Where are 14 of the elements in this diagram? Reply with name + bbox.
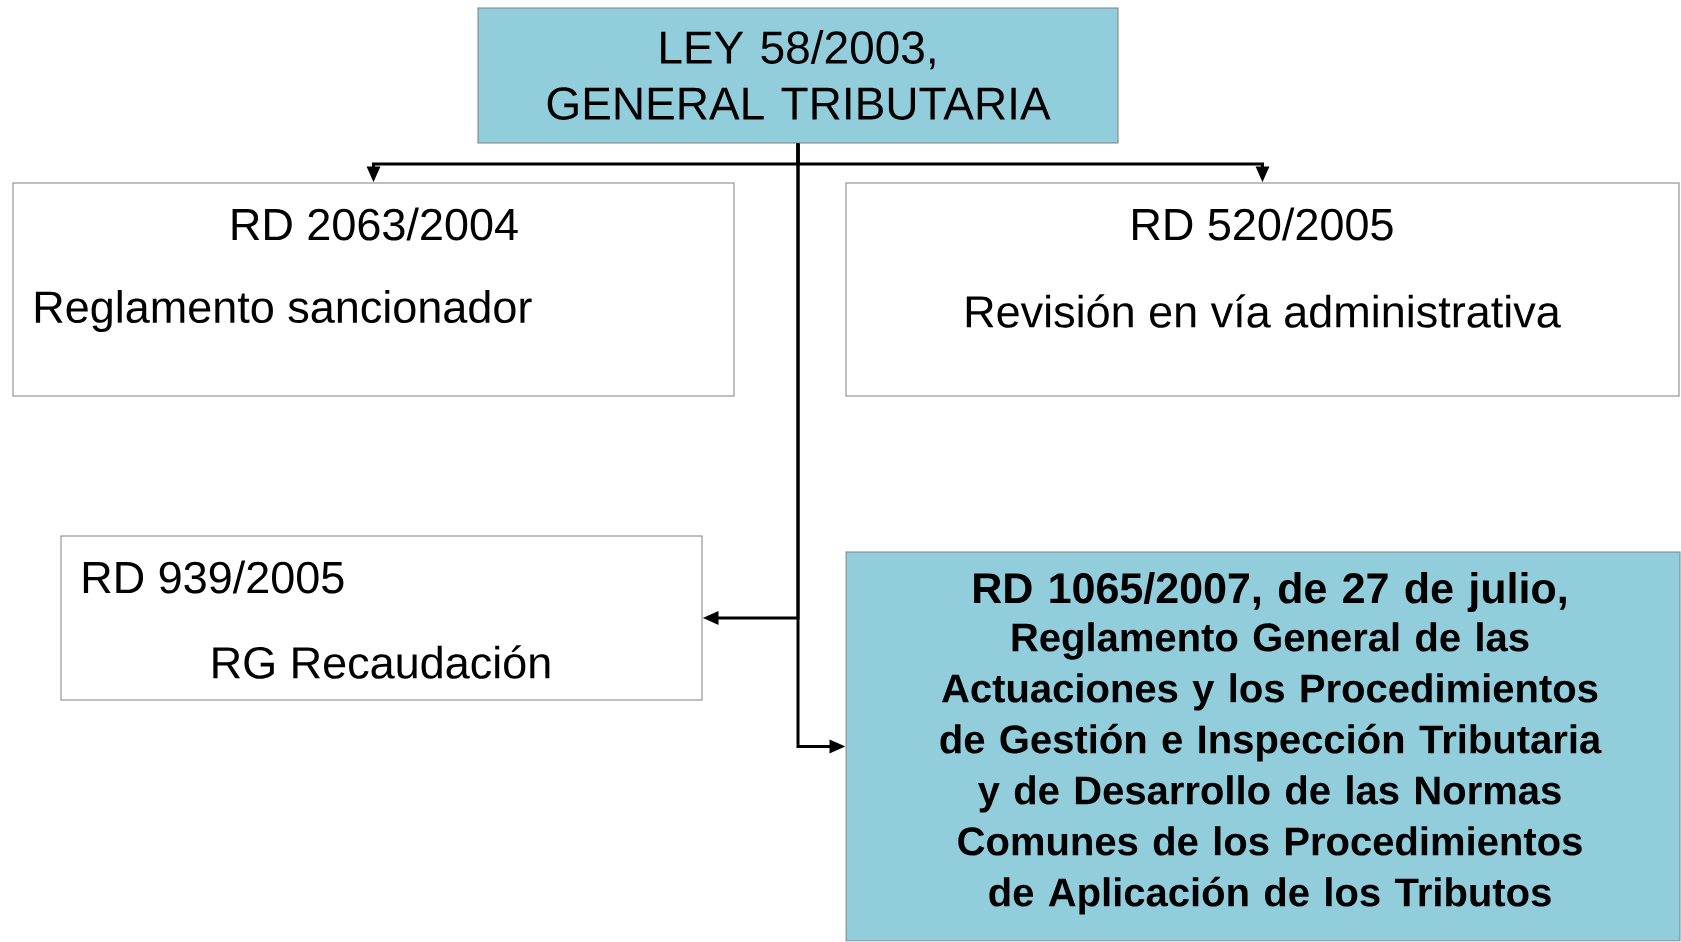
box-title: RD 939/2005 — [83, 560, 344, 594]
law-box — [477, 7, 1119, 144]
box-subtitle: RG Recaudación — [213, 645, 550, 679]
regulation-box — [845, 551, 1681, 942]
box-title: RD 520/2005 — [1133, 207, 1393, 241]
decree-box — [12, 182, 735, 397]
box-subtitle: Reglamento sancionador — [35, 290, 532, 332]
decree-box — [845, 182, 1680, 397]
decree-box — [60, 535, 703, 701]
box-subtitle: Reglamento General de las Actuaciones y los Procedimientos de Gestión e Inspección Tributaria y de Desarrollo de las Normas Comunes de los Procedimientos de Aplicación de los Tributos — [940, 622, 1602, 915]
box-title: RD 1065/2007, de 27 de julio, — [974, 571, 1566, 613]
box-title: RD 2063/2004 — [232, 207, 518, 241]
box-subtitle: Revisión en vía administrativa — [966, 294, 1561, 328]
box-title: LEY 58/2003, GENERAL TRIBUTARIA — [547, 30, 1051, 120]
